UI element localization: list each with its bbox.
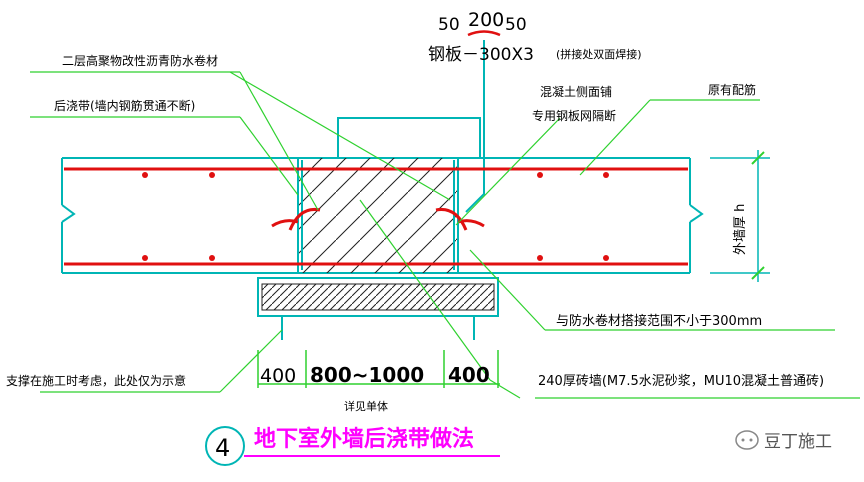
- rebar-lines: [64, 167, 688, 266]
- annotations: 钢板－300X3 (拼接处双面焊接) 二层高聚物改性沥青防水卷材 后浇带(墙内钢…: [6, 45, 824, 413]
- detail-number-circle: [205, 426, 245, 466]
- dim-right: 400: [448, 363, 490, 387]
- rebar-dots: [142, 172, 609, 261]
- watermark: 豆丁施工: [735, 430, 832, 452]
- bottom-dimension: [257, 350, 500, 388]
- right-dimension: [710, 150, 770, 282]
- title-block: 4 地下室外墙后浇带做法: [205, 426, 500, 466]
- post-pour-label: 后浇带(墙内钢筋贯通不断): [54, 98, 195, 113]
- brick-wall-label: 240厚砖墙(M7.5水泥砂浆，MU10混凝土普通砖): [538, 373, 824, 389]
- supports: [281, 316, 475, 340]
- waterproof-base: [257, 277, 499, 317]
- dim-top-right: 50: [505, 15, 527, 35]
- detail-number: 4: [215, 434, 230, 462]
- dim-top-left: 50: [438, 15, 460, 35]
- concrete-side-label-1: 混凝土侧面铺: [540, 84, 612, 99]
- right-dim-ticks: [751, 151, 765, 280]
- leader-lines: [30, 71, 860, 399]
- support-label: 支撑在施工时考虑，此处仅为示意: [6, 373, 186, 388]
- dim-mid: 800~1000: [310, 363, 424, 387]
- watermark-text: 豆丁施工: [764, 432, 832, 452]
- wall-thickness-label: 外墙厚 h: [733, 204, 748, 255]
- drawing-title: 地下室外墙后浇带做法: [254, 426, 474, 452]
- chat-icon: [735, 430, 759, 450]
- see-detail-label: 详见单体: [344, 399, 388, 413]
- concrete-side-label-2: 专用钢板网隔断: [532, 108, 616, 123]
- steel-plate-label: 钢板－300X3: [428, 45, 534, 65]
- top-dimension: 50 200 50: [438, 9, 527, 37]
- waterproof-hatch: [261, 283, 495, 311]
- membrane-label: 二层高聚物改性沥青防水卷材: [62, 53, 218, 68]
- steel-plate-note: (拼接处双面焊接): [556, 47, 642, 61]
- steel-plate: [337, 40, 485, 213]
- dim-left: 400: [260, 365, 296, 387]
- overlap-label: 与防水卷材搭接范围不小于300mm: [556, 313, 762, 329]
- existing-rebar-label: 原有配筋: [708, 82, 756, 97]
- post-pour-band: [298, 158, 458, 273]
- dim-top-mid: 200: [468, 9, 504, 31]
